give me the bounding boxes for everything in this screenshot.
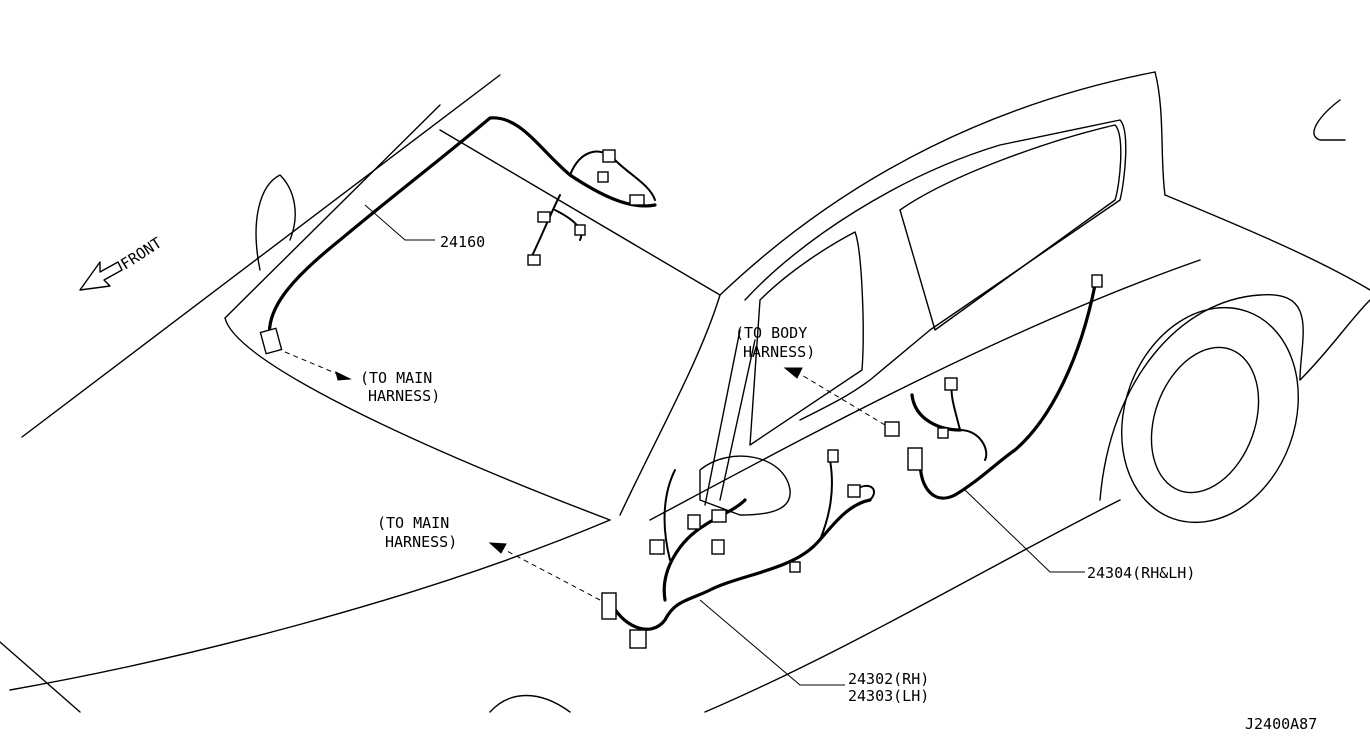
part-number-24304: 24304(RH&LH)	[1087, 564, 1195, 582]
leader-lines	[364, 204, 1085, 686]
front-arrow-icon	[79, 261, 123, 291]
front-label: FRONT	[117, 234, 165, 274]
harness-24160	[259, 116, 657, 355]
harness-24304	[884, 274, 1103, 500]
to-main-harness-2-line2: HARNESS)	[385, 533, 457, 551]
arrow-to-main-harness-1	[335, 371, 352, 381]
arrow-to-main-harness-2	[488, 542, 507, 554]
part-number-24303: 24303(LH)	[848, 687, 929, 705]
to-body-harness-line2: HARNESS)	[743, 343, 815, 361]
front-direction-indicator: FRONT	[79, 234, 165, 291]
harness-24302-24303	[601, 449, 875, 649]
figure-code: J2400A87	[1245, 715, 1317, 733]
part-number-24160: 24160	[440, 233, 485, 251]
arrow-to-body-harness	[783, 367, 803, 379]
to-main-harness-1-line2: HARNESS)	[368, 387, 440, 405]
connection-arrows	[284, 351, 886, 601]
to-main-harness-2-line1: (TO MAIN	[377, 514, 449, 532]
to-body-harness-line1: (TO BODY	[735, 324, 807, 342]
part-number-24302: 24302(RH)	[848, 670, 929, 688]
car-body-outline	[0, 71, 1370, 713]
to-main-harness-1-line1: (TO MAIN	[360, 369, 432, 387]
